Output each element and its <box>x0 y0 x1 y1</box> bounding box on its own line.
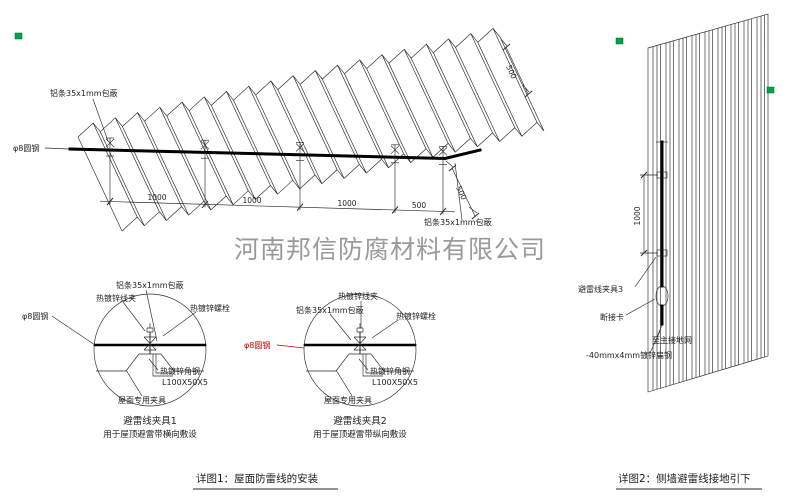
grip-marker <box>14 32 23 40</box>
label-round-steel: φ8圆钢 <box>13 143 39 153</box>
dim-1000-vertical: 1000 <box>633 206 642 225</box>
wall-leader-lines <box>625 256 663 354</box>
corrugated-roof-sheet <box>77 27 545 232</box>
dim-1000: 1000 <box>147 193 166 202</box>
label-roof-fixture: 屋面专用夹具 <box>324 395 372 405</box>
label-round-steel: φ8圆钢 <box>22 311 48 321</box>
label-galvanized-bolt: 热镀锌螺栓 <box>190 303 230 313</box>
roof-wire-clamp <box>200 139 210 159</box>
label-angle-size: L100X50X5 <box>372 378 418 387</box>
dim-500-rotated: 500 <box>454 185 468 202</box>
label-clamp3: 避雷线夹具3 <box>578 284 623 294</box>
leader-lines <box>329 301 399 397</box>
detail1-caption: 详图1：屋面防雷线的安装 <box>196 472 319 485</box>
label-aluminum-strip: 铝条35x1mm包蔽 <box>116 280 184 290</box>
grip-marker <box>615 37 624 45</box>
label-galvanized-clip: 热镀锌线夹 <box>338 291 378 301</box>
roof-bend-dimension: 500 <box>445 160 480 220</box>
company-watermark: 河南邦信防腐材料有限公司 <box>234 235 546 264</box>
label-angle-steel: 热镀锌角钢 <box>160 366 200 376</box>
clamp1-subtitle: 用于屋顶避雷带横向敷设 <box>103 429 197 440</box>
label-galvanized-flat-steel: -40mmx4mm镀锌扁钢 <box>586 350 672 360</box>
roof-wire-clamp <box>438 146 448 165</box>
label-galvanized-clip: 热镀锌线夹 <box>96 293 136 303</box>
dim-500: 500 <box>412 201 427 210</box>
label-roof-fixture: 屋面专用夹具 <box>118 395 166 405</box>
dim-1000: 1000 <box>242 196 261 205</box>
detail-circle-1: 铝条35x1mm包蔽 热镀锌线夹 热镀锌螺栓 φ8圆钢 热镀锌角钢 L100X5… <box>22 280 230 440</box>
label-disconnect-card: 断接卡 <box>600 312 624 322</box>
roof-edge-dimension: 500 <box>500 38 533 98</box>
label-aluminum-strip: 铝条35x1mm包蔽 <box>296 305 364 315</box>
roof-wire-clamp <box>390 144 400 164</box>
leader-line <box>454 162 463 221</box>
leader-line <box>92 98 109 142</box>
label-to-main-ground-grid: 至主接地网 <box>652 335 692 345</box>
roof-dimension-chain: 1000 1000 1000 500 <box>99 156 456 216</box>
wall-dimension: 1000 <box>633 171 658 257</box>
dim-1000: 1000 <box>337 199 356 208</box>
detail-circle-2: 铝条35x1mm包蔽 热镀锌线夹 热镀锌螺栓 φ8圆钢 热镀锌角钢 L100X5… <box>244 291 436 440</box>
label-aluminum-strip-right: 铝条35x1mm包蔽 <box>424 217 492 227</box>
clamp2-subtitle: 用于屋顶避雷带纵向敷设 <box>313 429 407 440</box>
grip-marker <box>766 86 775 94</box>
leader-line <box>44 147 70 150</box>
lightning-wire <box>68 147 482 161</box>
red-leader-line <box>276 344 305 349</box>
label-round-steel-red: φ8圆钢 <box>244 340 270 350</box>
leader-lines <box>51 289 197 397</box>
label-angle-steel: 热镀锌角钢 <box>370 366 410 376</box>
roof-wire-clamp <box>295 142 305 161</box>
label-aluminum-strip-top: 铝条35x1mm包蔽 <box>50 88 118 98</box>
detail2-caption: 详图2：侧墙避雷线接地引下 <box>618 472 751 485</box>
clamp1-title: 避雷线夹具1 <box>123 415 177 427</box>
label-angle-size: L100X50X5 <box>162 378 208 387</box>
label-galvanized-bolt: 热镀锌螺栓 <box>396 311 436 321</box>
clamp2-title: 避雷线夹具2 <box>333 415 387 427</box>
corrugated-wall <box>647 13 769 393</box>
